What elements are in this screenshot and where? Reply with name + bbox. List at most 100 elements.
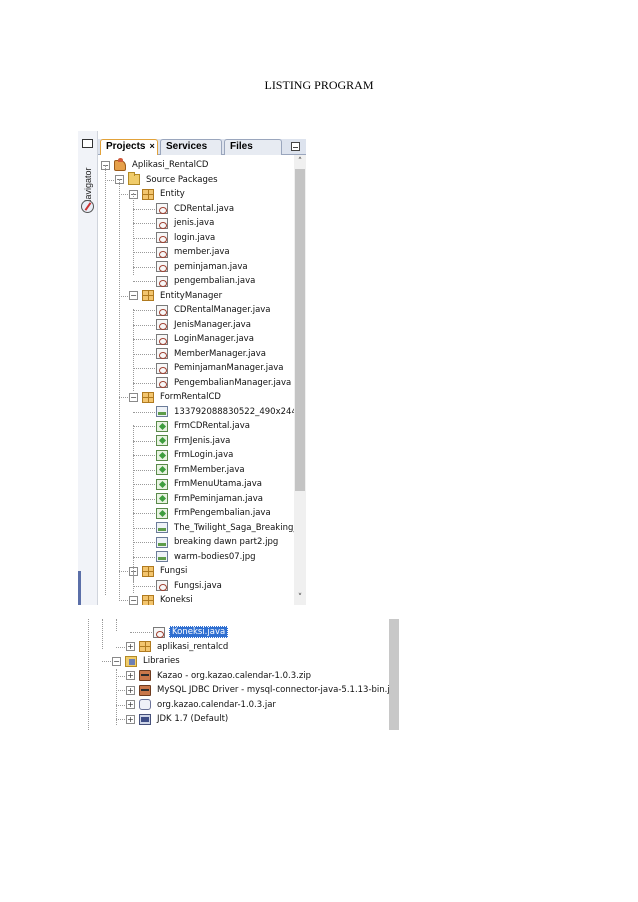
- project-tree-continuation-screenshot: Koneksi.java + aplikasi_rentalcd − Libraries…: [78, 619, 399, 730]
- close-icon[interactable]: ×: [149, 141, 155, 151]
- tree-node-label: JDK 1.7 (Default): [157, 714, 229, 725]
- tree-node[interactable]: + JDK 1.7 (Default): [126, 712, 230, 727]
- tree-node[interactable]: FrmLogin.java: [156, 448, 235, 463]
- tree-node[interactable]: +Kazao - org.kazao.calendar-1.0.3.zip: [126, 669, 313, 684]
- tree-node[interactable]: FrmJenis.java: [156, 434, 232, 449]
- tree-node[interactable]: 133792088830522_490x244.: [156, 405, 294, 420]
- expand-icon[interactable]: +: [126, 642, 135, 652]
- tree-node-label: member.java: [174, 247, 230, 258]
- form-icon: [156, 493, 168, 505]
- tree-node[interactable]: JenisManager.java: [156, 318, 253, 333]
- collapse-icon[interactable]: −: [129, 595, 138, 605]
- tree-node[interactable]: − Libraries: [112, 654, 182, 669]
- tree-node[interactable]: −Source Packages: [115, 172, 220, 188]
- tree-node-label: CDRentalManager.java: [174, 305, 271, 316]
- collapse-icon[interactable]: −: [129, 392, 138, 402]
- tree-connector: [133, 513, 155, 514]
- compass-icon: [81, 200, 94, 213]
- tree-node-label: FrmMenuUtama.java: [174, 479, 262, 490]
- tree-node-label: JenisManager.java: [174, 319, 251, 330]
- tree-node-label: aplikasi_rentalcd: [157, 641, 229, 652]
- tree-node-label: Fungsi.java: [174, 580, 222, 591]
- tree-node[interactable]: pengembalian.java: [156, 274, 257, 289]
- tree-node[interactable]: The_Twilight_Saga_Breaking_: [156, 521, 294, 536]
- tree-node[interactable]: FrmMember.java: [156, 463, 247, 478]
- scroll-down-icon[interactable]: ˅: [297, 593, 303, 603]
- collapse-icon[interactable]: −: [129, 291, 138, 301]
- scrollbar-thumb[interactable]: [295, 169, 305, 491]
- tree-node[interactable]: peminjaman.java: [156, 260, 250, 275]
- tree-node[interactable]: LoginManager.java: [156, 332, 256, 347]
- vertical-scrollbar[interactable]: ˄ ˅: [294, 155, 306, 605]
- tree-node[interactable]: Fungsi.java: [156, 579, 224, 594]
- tree-node[interactable]: jenis.java: [156, 216, 216, 231]
- tree-node[interactable]: warm-bodies07.jpg: [156, 550, 258, 565]
- scroll-up-icon[interactable]: ˄: [297, 157, 303, 167]
- tree-node[interactable]: −Koneksi: [129, 593, 195, 605]
- java-file-icon: [156, 217, 168, 229]
- tree-node[interactable]: FrmPengembalian.java: [156, 506, 273, 521]
- tree-node[interactable]: FrmPeminjaman.java: [156, 492, 265, 507]
- tree-node[interactable]: CDRental.java: [156, 202, 236, 217]
- tree-connector: [133, 542, 155, 543]
- tree-node[interactable]: −EntityManager: [129, 289, 224, 304]
- tree-node[interactable]: +org.kazao.calendar-1.0.3.jar: [126, 698, 278, 713]
- tree-node-label: Aplikasi_RentalCD: [132, 160, 209, 171]
- tree-node[interactable]: +MySQL JDBC Driver - mysql-connector-jav…: [126, 683, 389, 698]
- tree-connector: [119, 295, 128, 297]
- image-icon: [156, 536, 168, 548]
- tree-node[interactable]: −Aplikasi_RentalCD: [101, 157, 210, 173]
- package-icon: [142, 594, 154, 605]
- tree-node-label: Fungsi: [160, 566, 188, 577]
- tab-projects-label: Projects: [106, 141, 146, 152]
- tab-services-label: Services: [166, 141, 208, 152]
- java-file-icon: [156, 232, 168, 244]
- tree-node-label: Libraries: [143, 656, 180, 667]
- image-icon: [156, 551, 168, 563]
- tree-node-label: FrmCDRental.java: [174, 421, 250, 432]
- tree-node[interactable]: login.java: [156, 231, 217, 246]
- expand-icon[interactable]: +: [126, 714, 135, 724]
- library-folder-icon: [125, 655, 137, 667]
- tree-connector: [88, 619, 89, 730]
- tree-node-label: CDRental.java: [174, 203, 235, 214]
- tree-connector: [133, 208, 155, 210]
- tree-connector: [102, 661, 111, 662]
- tree-node-label: FrmPengembalian.java: [174, 508, 271, 519]
- tree-node[interactable]: Koneksi.java: [153, 625, 229, 640]
- tree-node[interactable]: CDRentalManager.java: [156, 303, 273, 318]
- java-file-icon: [156, 246, 168, 258]
- tree-connector: [133, 570, 134, 582]
- restore-window-icon[interactable]: [82, 139, 93, 148]
- tree-connector: [133, 193, 134, 275]
- tree-node[interactable]: MemberManager.java: [156, 347, 268, 362]
- tab-projects[interactable]: Projects×: [100, 139, 158, 156]
- tree-node-label: Source Packages: [146, 174, 218, 185]
- minimize-panel-icon[interactable]: [291, 142, 300, 151]
- vertical-scrollbar-2[interactable]: [389, 619, 399, 730]
- tree-connector: [133, 498, 155, 500]
- tree-node[interactable]: −Entity: [129, 187, 187, 202]
- tree-node[interactable]: −FormRentalCD: [129, 390, 223, 405]
- tree-node[interactable]: FrmMenuUtama.java: [156, 477, 264, 492]
- tab-files[interactable]: Files: [224, 139, 282, 155]
- folder-icon: [128, 172, 140, 186]
- tree-node[interactable]: PengembalianManager.java: [156, 376, 293, 391]
- tree-node[interactable]: breaking dawn part2.jpg: [156, 535, 280, 550]
- tree-node-label: jenis.java: [174, 218, 215, 229]
- tree-node[interactable]: member.java: [156, 245, 232, 260]
- tree-node[interactable]: + aplikasi_rentalcd: [126, 640, 230, 655]
- tab-services[interactable]: Services: [160, 139, 222, 155]
- java-file-icon: [156, 261, 168, 273]
- tree-node[interactable]: FrmCDRental.java: [156, 419, 252, 434]
- expand-icon[interactable]: +: [126, 700, 135, 710]
- form-icon: [156, 435, 168, 447]
- expand-icon[interactable]: +: [126, 671, 135, 681]
- expand-icon[interactable]: +: [126, 685, 135, 695]
- tree-node[interactable]: PeminjamanManager.java: [156, 361, 286, 376]
- collapse-icon[interactable]: −: [112, 656, 121, 666]
- form-icon: [156, 449, 168, 461]
- tree-node-label: FrmLogin.java: [174, 450, 234, 461]
- tree-node[interactable]: −Fungsi: [129, 564, 189, 579]
- document-title: LISTING PROGRAM: [264, 78, 374, 92]
